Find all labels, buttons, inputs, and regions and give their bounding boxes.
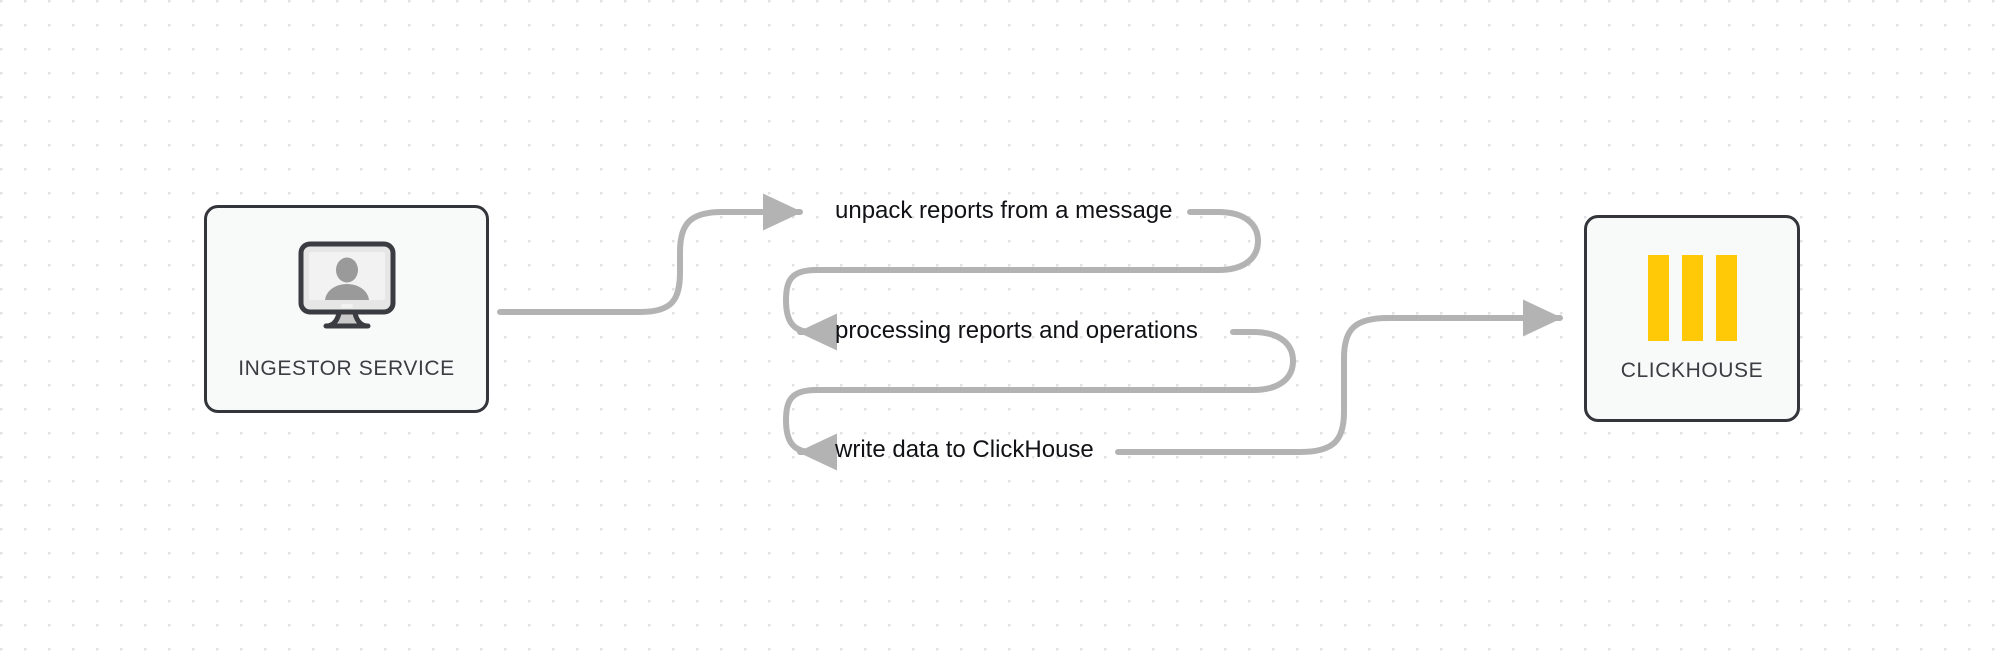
node-clickhouse[interactable]: CLICKHOUSE	[1584, 215, 1800, 422]
clickhouse-bar-2	[1681, 254, 1703, 341]
edge-label-write: write data to ClickHouse	[835, 436, 1094, 463]
node-ingestor-service[interactable]: INGESTOR SERVICE	[204, 205, 489, 413]
edge-path-into-processing	[783, 267, 838, 351]
monitor-user-icon	[295, 238, 399, 339]
node-label-ingestor-service: INGESTOR SERVICE	[238, 356, 455, 380]
edge-label-processing: processing reports and operations	[835, 317, 1198, 344]
edge-path-into-write	[783, 387, 838, 471]
clickhouse-bar-3	[1715, 254, 1737, 341]
edge-path-ingestor-to-unpack	[497, 193, 803, 315]
clickhouse-bar-1	[1647, 254, 1669, 341]
node-label-clickhouse: CLICKHOUSE	[1620, 358, 1764, 382]
edge-label-unpack: unpack reports from a message	[835, 197, 1173, 224]
clickhouse-bars-icon	[1647, 254, 1737, 341]
